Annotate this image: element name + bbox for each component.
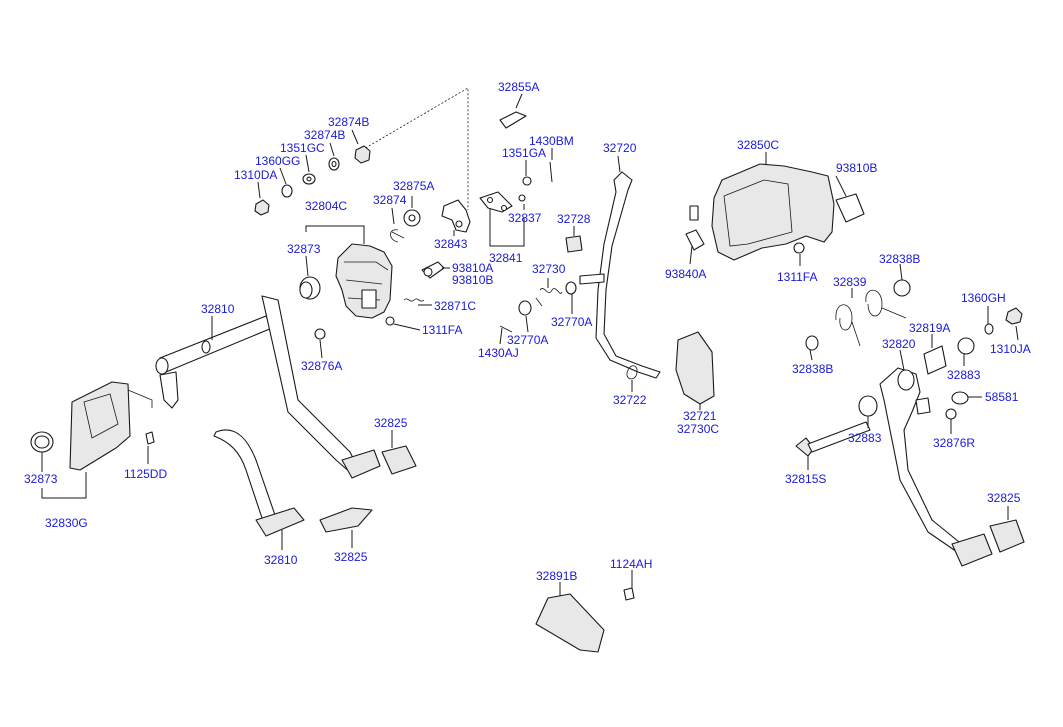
label-32810-top: 32810 — [201, 302, 235, 316]
label-1360GH: 1360GH — [961, 291, 1006, 305]
label-32728: 32728 — [557, 212, 591, 226]
label-32839: 32839 — [833, 275, 867, 289]
label-32873-top: 32873 — [287, 242, 321, 256]
label-32874: 32874 — [373, 193, 407, 207]
label-1360GG: 1360GG — [255, 154, 300, 168]
center-group — [479, 111, 715, 653]
label-32730: 32730 — [532, 262, 566, 276]
nut-32874B — [354, 145, 371, 164]
label-32825-c: 32825 — [987, 491, 1021, 505]
label-32819A: 32819A — [909, 321, 950, 335]
label-58581: 58581 — [985, 390, 1019, 404]
washer-1351GC — [302, 173, 316, 185]
label-32883-b: 32883 — [848, 431, 882, 445]
label-32876A: 32876A — [301, 359, 342, 373]
label-1125DD: 1125DD — [124, 467, 167, 481]
label-32804C: 32804C — [305, 199, 347, 213]
label-1310JA: 1310JA — [990, 342, 1031, 356]
label-93810A: 93810A — [452, 261, 493, 275]
label-32855A: 32855A — [498, 80, 539, 94]
label-1430BM: 1430BM — [529, 134, 574, 148]
washer-1360GG — [281, 184, 293, 198]
label-1430AJ: 1430AJ — [478, 346, 519, 360]
nut-1310DA — [254, 199, 270, 216]
label-32873-left: 32873 — [24, 472, 58, 486]
label-1311FA-a: 1311FA — [422, 323, 462, 337]
label-32820: 32820 — [882, 337, 916, 351]
label-32850C: 32850C — [737, 138, 779, 152]
part-labels: 32855A 32874B 32874B 1351GC 1360GG 1310D… — [24, 80, 1031, 583]
label-93810B-b: 93810B — [836, 161, 877, 175]
label-1310DA: 1310DA — [234, 168, 277, 182]
washer-32874B — [328, 157, 340, 171]
label-32871C: 32871C — [434, 299, 476, 313]
label-32876R: 32876R — [933, 436, 975, 450]
label-1124AH: 1124AH — [610, 557, 652, 571]
label-32810-bot: 32810 — [264, 553, 298, 567]
label-32841: 32841 — [489, 251, 523, 265]
right-group — [685, 163, 1025, 567]
label-32891B: 32891B — [536, 569, 577, 583]
left-pedal-group — [30, 87, 471, 537]
label-1351GA: 1351GA — [502, 146, 546, 160]
label-32770A-b: 32770A — [551, 315, 592, 329]
label-32838B-a: 32838B — [879, 252, 920, 266]
label-93810B-a: 93810B — [452, 273, 493, 287]
label-32825-b: 32825 — [334, 550, 368, 564]
label-32720: 32720 — [603, 141, 637, 155]
label-93840A: 93840A — [665, 267, 706, 281]
label-1311FA-b: 1311FA — [777, 270, 817, 284]
label-32883-a: 32883 — [947, 368, 981, 382]
label-32722: 32722 — [613, 393, 647, 407]
label-32838B-b: 32838B — [792, 362, 833, 376]
label-32815S: 32815S — [785, 472, 826, 486]
label-32830G: 32830G — [45, 516, 88, 530]
label-32770A-a: 32770A — [507, 333, 548, 347]
label-32875A: 32875A — [393, 179, 434, 193]
label-32730C: 32730C — [677, 422, 719, 436]
leader-lines — [41, 93, 1019, 596]
label-32874B-a: 32874B — [328, 115, 369, 129]
label-32837: 32837 — [508, 211, 542, 225]
label-32874B-b: 32874B — [304, 128, 345, 142]
label-32825-a: 32825 — [374, 416, 408, 430]
label-32843: 32843 — [434, 237, 468, 251]
label-32721: 32721 — [683, 409, 717, 423]
label-1351GC: 1351GC — [280, 141, 325, 155]
